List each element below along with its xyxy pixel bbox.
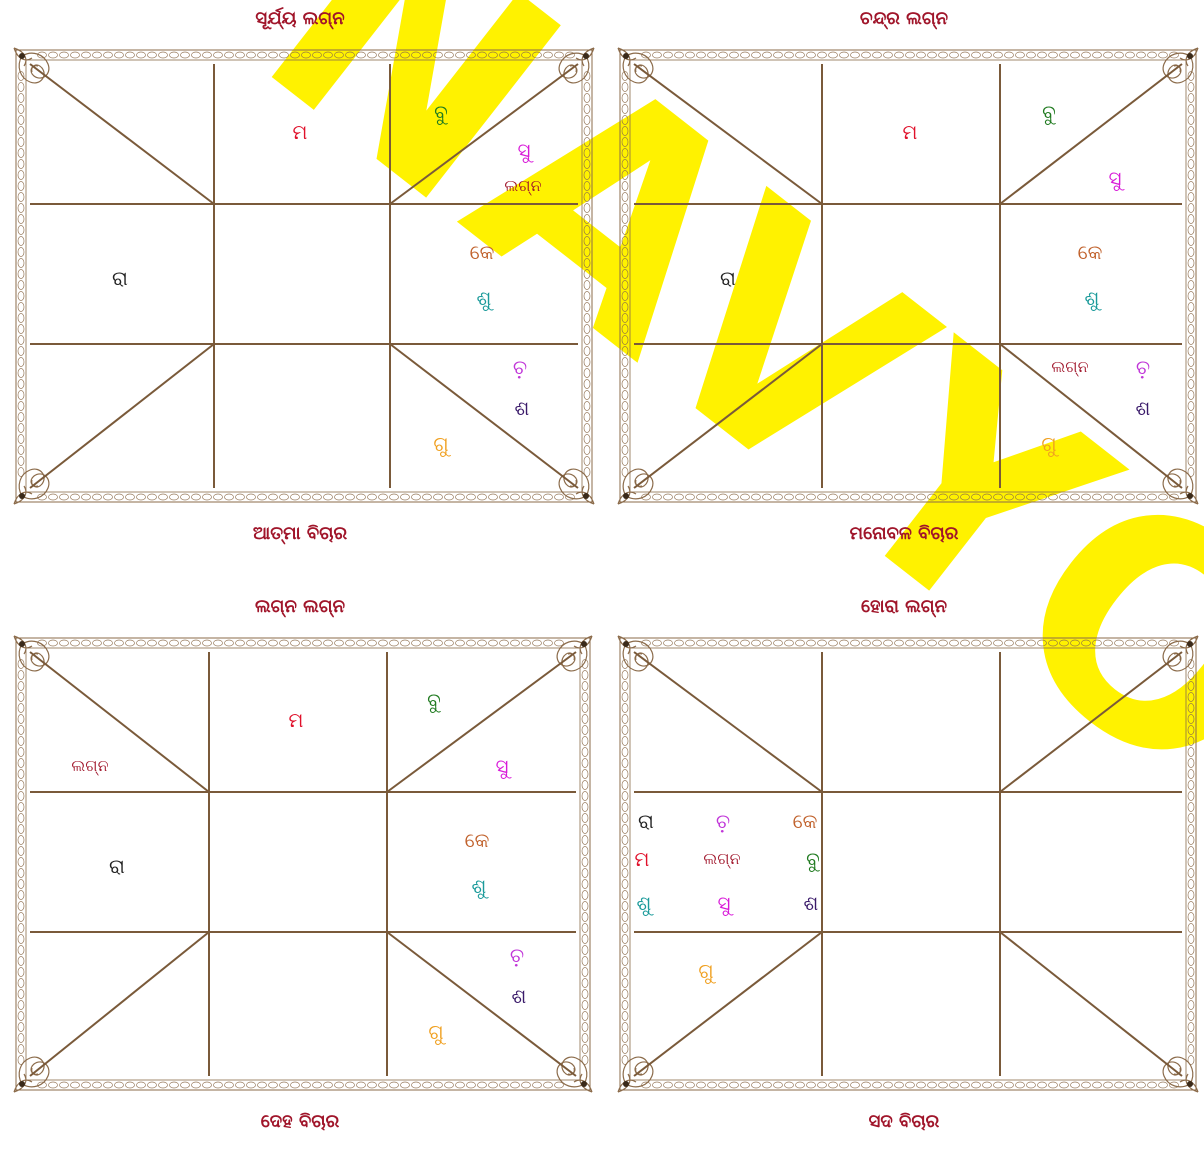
- grid-line-diagonal: [30, 652, 209, 792]
- kundli-chart: ମ ବୁ ଲଗ୍ନ ସୁ ରା କେ ଶୁ ଚ଼ ଶ ଗୁ: [0, 628, 600, 1100]
- planet-label: ସୁ: [495, 754, 508, 778]
- grid-line-diagonal: [634, 64, 822, 204]
- planet-label: ଶ: [1136, 396, 1151, 420]
- planet-label: ଗୁ: [1041, 432, 1056, 456]
- planet-label: ସୁ: [717, 891, 730, 915]
- planet-label: ଗୁ: [428, 1020, 443, 1044]
- planet-label: ଶ: [515, 396, 530, 420]
- chart-panel-lagna-lagna: ଲଗ୍ନ ଲଗ୍ନ ମ ବୁ ଲଗ୍ନ ସୁ ରା କେ ଶୁ ଚ଼ ଶ ଗୁ ଦେହ ବିଚାର: [0, 588, 600, 1154]
- planet-label: ଶ: [512, 984, 527, 1008]
- planet-label: ଲଗ୍ନ: [504, 176, 541, 196]
- chart-panel-chandra-lagna: ଚନ୍ଦ୍ର ଲଗ୍ନ ମ ବୁ ସୁ ରା କେ ଶୁ ଲଗ୍ନ ଚ଼ ଶ ଗୁ ମନୋବଳ ବ…: [604, 0, 1204, 566]
- chart-subtitle: ଦେହ ବିଚାର: [0, 1111, 600, 1132]
- planet-label: ଚ଼: [513, 355, 527, 379]
- chart-subtitle: ମନୋବଳ ବିଚାର: [604, 523, 1204, 544]
- planet-label: କେ: [470, 240, 495, 264]
- planet-label: ମ: [293, 120, 308, 144]
- planet-label: ମ: [289, 708, 304, 732]
- chart-title: ହୋରା ଲଗ୍ନ: [604, 596, 1204, 617]
- planet-label: ବୁ: [427, 688, 441, 712]
- planet-label: ଶ: [804, 891, 819, 915]
- chart-subtitle: ଆତ୍ମା ବିଚାର: [0, 523, 600, 544]
- kundli-chart: ରା ଚ଼ କେ ମ ଲଗ୍ନ ବୁ ଶୁ ସୁ ଶ ଗୁ: [604, 628, 1204, 1100]
- planet-label: ଶୁ: [1085, 286, 1100, 310]
- chart-subtitle: ସଦ ବିଚାର: [604, 1111, 1204, 1132]
- planet-label: ଲଗ୍ନ: [703, 849, 740, 869]
- chart-title: ସୂର୍ଯ୍ୟ ଲଗ୍ନ: [0, 8, 600, 29]
- grid-line-diagonal: [634, 652, 822, 792]
- planet-label: ମ: [903, 120, 918, 144]
- grid-line-diagonal: [390, 344, 578, 488]
- chart-grid: [0, 40, 600, 512]
- planet-label: ସୁ: [1108, 166, 1121, 190]
- grid-line-diagonal: [1000, 64, 1182, 204]
- planet-label: ଲଗ୍ନ: [1051, 357, 1088, 377]
- planet-label: ବୁ: [434, 100, 448, 124]
- grid-line-diagonal: [390, 64, 578, 204]
- chart-grid: [604, 628, 1204, 1100]
- chart-grid: [604, 40, 1204, 512]
- planet-label: ଶୁ: [472, 874, 487, 898]
- chart-grid: [0, 628, 600, 1100]
- planet-label: ଶୁ: [637, 891, 652, 915]
- grid-line-diagonal: [30, 932, 209, 1076]
- planet-label: କେ: [793, 809, 818, 833]
- grid-line-diagonal: [1000, 652, 1182, 792]
- grid-line-diagonal: [634, 932, 822, 1076]
- grid-line-diagonal: [387, 652, 576, 792]
- planet-label: ବୁ: [806, 847, 820, 871]
- planet-label: ଗୁ: [698, 959, 713, 983]
- chart-panel-surya-lagna: ସୂର୍ଯ୍ୟ ଲଗ୍ନ ମ ବୁ ସୁ ଲଗ୍ନ ରା କେ ଶୁ ଚ଼ ଶ ଗୁ ଆତ୍ମା …: [0, 0, 600, 566]
- grid-line-diagonal: [30, 64, 214, 204]
- planet-label: ଗୁ: [433, 432, 448, 456]
- grid-line-diagonal: [30, 344, 214, 488]
- planet-label: କେ: [465, 828, 490, 852]
- chart-title: ଚନ୍ଦ୍ର ଲଗ୍ନ: [604, 8, 1204, 29]
- grid-line-diagonal: [634, 344, 822, 488]
- grid-line-diagonal: [387, 932, 576, 1076]
- kundli-chart: ମ ବୁ ସୁ ଲଗ୍ନ ରା କେ ଶୁ ଚ଼ ଶ ଗୁ: [0, 40, 600, 512]
- planet-label: ରା: [720, 266, 736, 290]
- planet-label: ରା: [112, 266, 128, 290]
- planet-label: ଚ଼: [510, 943, 524, 967]
- chart-panel-hora-lagna: ହୋରା ଲଗ୍ନ ରା ଚ଼ କେ ମ ଲଗ୍ନ ବୁ ଶୁ ସୁ ଶ ଗୁ ସଦ ବିଚାର: [604, 588, 1204, 1154]
- planet-label: ଲଗ୍ନ: [71, 756, 108, 776]
- planet-label: ସୁ: [517, 138, 530, 162]
- grid-line-diagonal: [1000, 932, 1182, 1076]
- planet-label: ରା: [638, 809, 654, 833]
- planet-label: ମ: [635, 847, 650, 871]
- planet-label: ବୁ: [1042, 100, 1056, 124]
- planet-label: ରା: [109, 854, 125, 878]
- planet-label: ଶୁ: [477, 286, 492, 310]
- kundli-chart: ମ ବୁ ସୁ ରା କେ ଶୁ ଲଗ୍ନ ଚ଼ ଶ ଗୁ: [604, 40, 1204, 512]
- planet-label: ଚ଼: [716, 809, 730, 833]
- grid-line-diagonal: [1000, 344, 1182, 488]
- planet-label: ଚ଼: [1136, 355, 1150, 379]
- planet-label: କେ: [1078, 240, 1103, 264]
- chart-title: ଲଗ୍ନ ଲଗ୍ନ: [0, 596, 600, 617]
